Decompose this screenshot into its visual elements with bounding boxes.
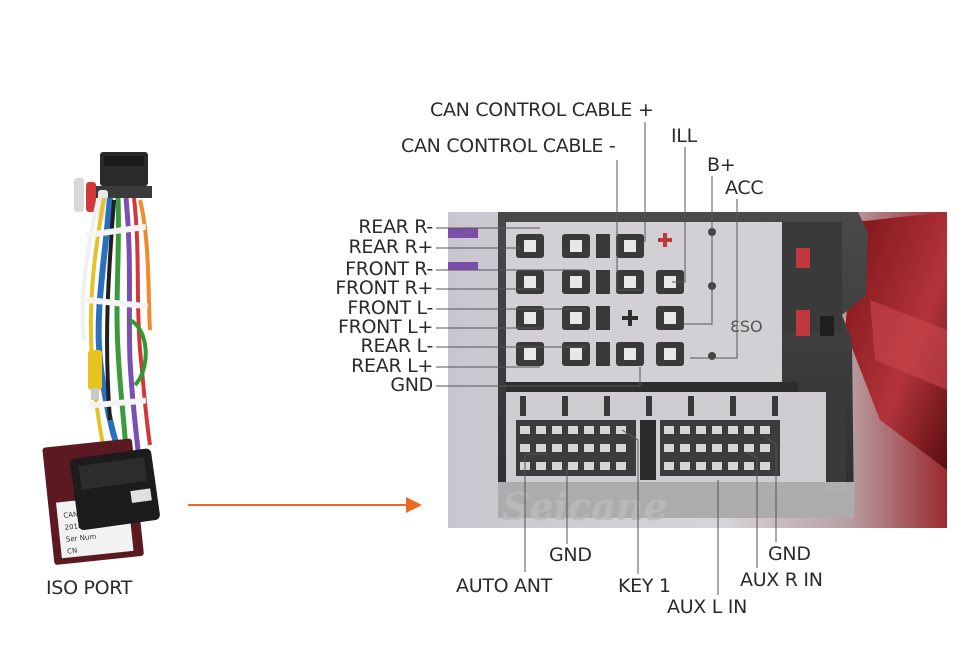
caption-iso-port: ISO PORT	[46, 577, 133, 599]
label-can-control-minus: CAN CONTROL CABLE -	[401, 135, 616, 157]
label-rear-l-minus: REAR L-	[360, 335, 434, 357]
sticker-line-4: CN	[67, 547, 78, 556]
leader-aux-r-in	[745, 451, 758, 568]
leader-acc	[690, 199, 738, 359]
label-auto-ant: AUTO ANT	[456, 575, 552, 597]
connector-photo: Seicane	[448, 212, 947, 529]
label-aux-l-in: AUX L IN	[667, 596, 748, 618]
wire-harness-illustration: CAN BUS DECODER 2018-02-13 Ser Num CN	[42, 152, 160, 565]
label-gnd: GND	[390, 374, 433, 396]
label-front-l-minus: FRONT L-	[347, 297, 433, 319]
label-b-plus: B+	[707, 154, 736, 176]
direction-arrow	[188, 497, 422, 513]
label-aux-r-in: AUX R IN	[740, 569, 823, 591]
leader-can-minus	[616, 160, 640, 291]
label-rear-r-minus: REAR R-	[358, 216, 433, 238]
watermark-text: Seicane	[502, 484, 668, 529]
label-front-l-plus: FRONT L+	[337, 316, 433, 338]
label-rear-l-plus: REAR L+	[351, 355, 433, 377]
label-gnd-left: GND	[549, 544, 592, 566]
label-acc: ACC	[725, 177, 764, 199]
leader-b-plus	[682, 176, 713, 325]
label-front-r-minus: FRONT R-	[345, 258, 433, 280]
label-key1: KEY 1	[618, 575, 671, 597]
leader-ill	[672, 147, 686, 283]
leader-gnd-right	[763, 435, 777, 542]
leader-auto-ant	[524, 453, 548, 572]
label-rear-r-plus: REAR R+	[348, 236, 434, 258]
leader-lines	[436, 122, 777, 595]
label-gnd-right: GND	[768, 543, 811, 565]
label-can-control-plus: CAN CONTROL CABLE +	[430, 99, 654, 121]
label-ill: ILL	[671, 125, 697, 147]
sticker-line-3: Ser Num	[66, 533, 97, 544]
leader-key1	[621, 429, 639, 574]
svg-text:ƐSO: ƐSO	[730, 317, 763, 336]
label-front-r-plus: FRONT R+	[335, 277, 433, 299]
